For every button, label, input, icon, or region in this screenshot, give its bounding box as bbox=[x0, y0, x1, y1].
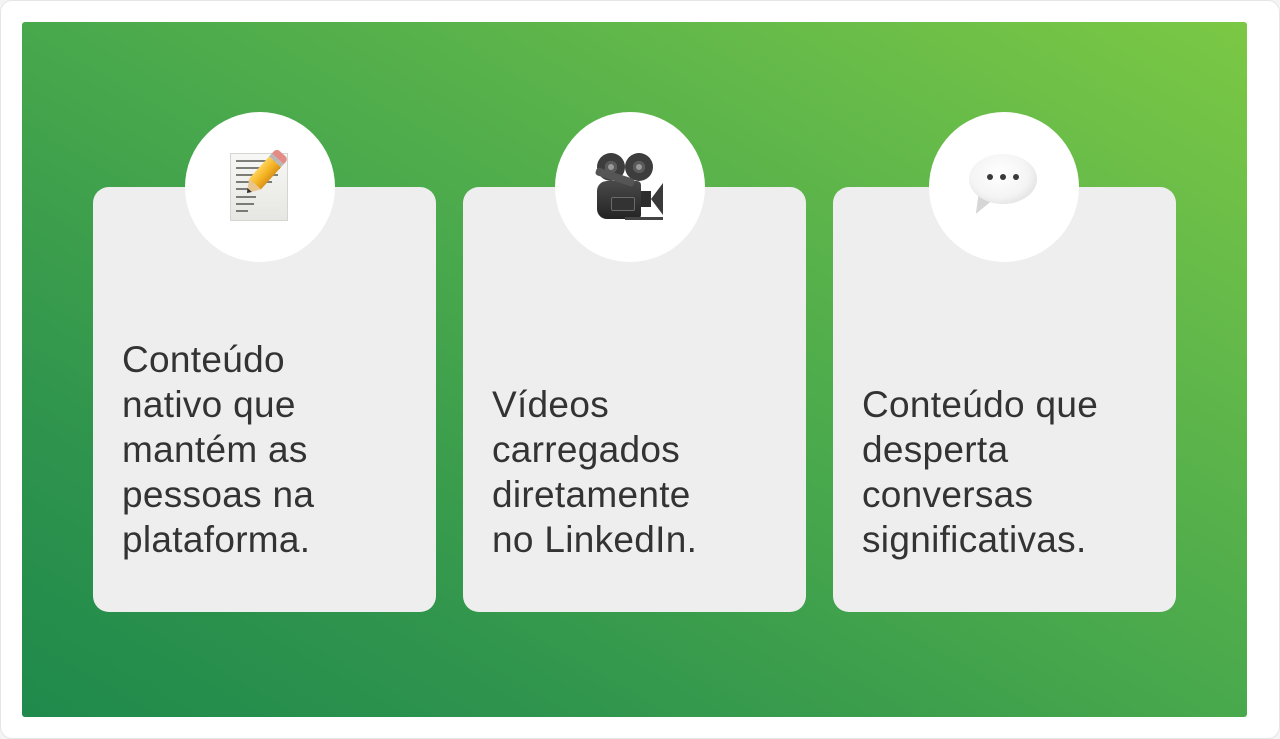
icon-circle-memo bbox=[185, 112, 335, 262]
card-native-video: Vídeos carregados diretamente no LinkedI… bbox=[463, 187, 806, 612]
movie-camera-icon bbox=[594, 153, 665, 221]
speech-bubble-icon bbox=[969, 154, 1039, 220]
card-text: Conteúdo que desperta conversas signific… bbox=[862, 384, 1099, 560]
card-text: Vídeos carregados diretamente no LinkedI… bbox=[492, 384, 698, 560]
card-text: Conteúdo nativo que mantém as pessoas na… bbox=[122, 339, 315, 560]
icon-circle-speech bbox=[929, 112, 1079, 262]
icon-circle-camera bbox=[555, 112, 705, 262]
memo-icon bbox=[230, 148, 290, 221]
